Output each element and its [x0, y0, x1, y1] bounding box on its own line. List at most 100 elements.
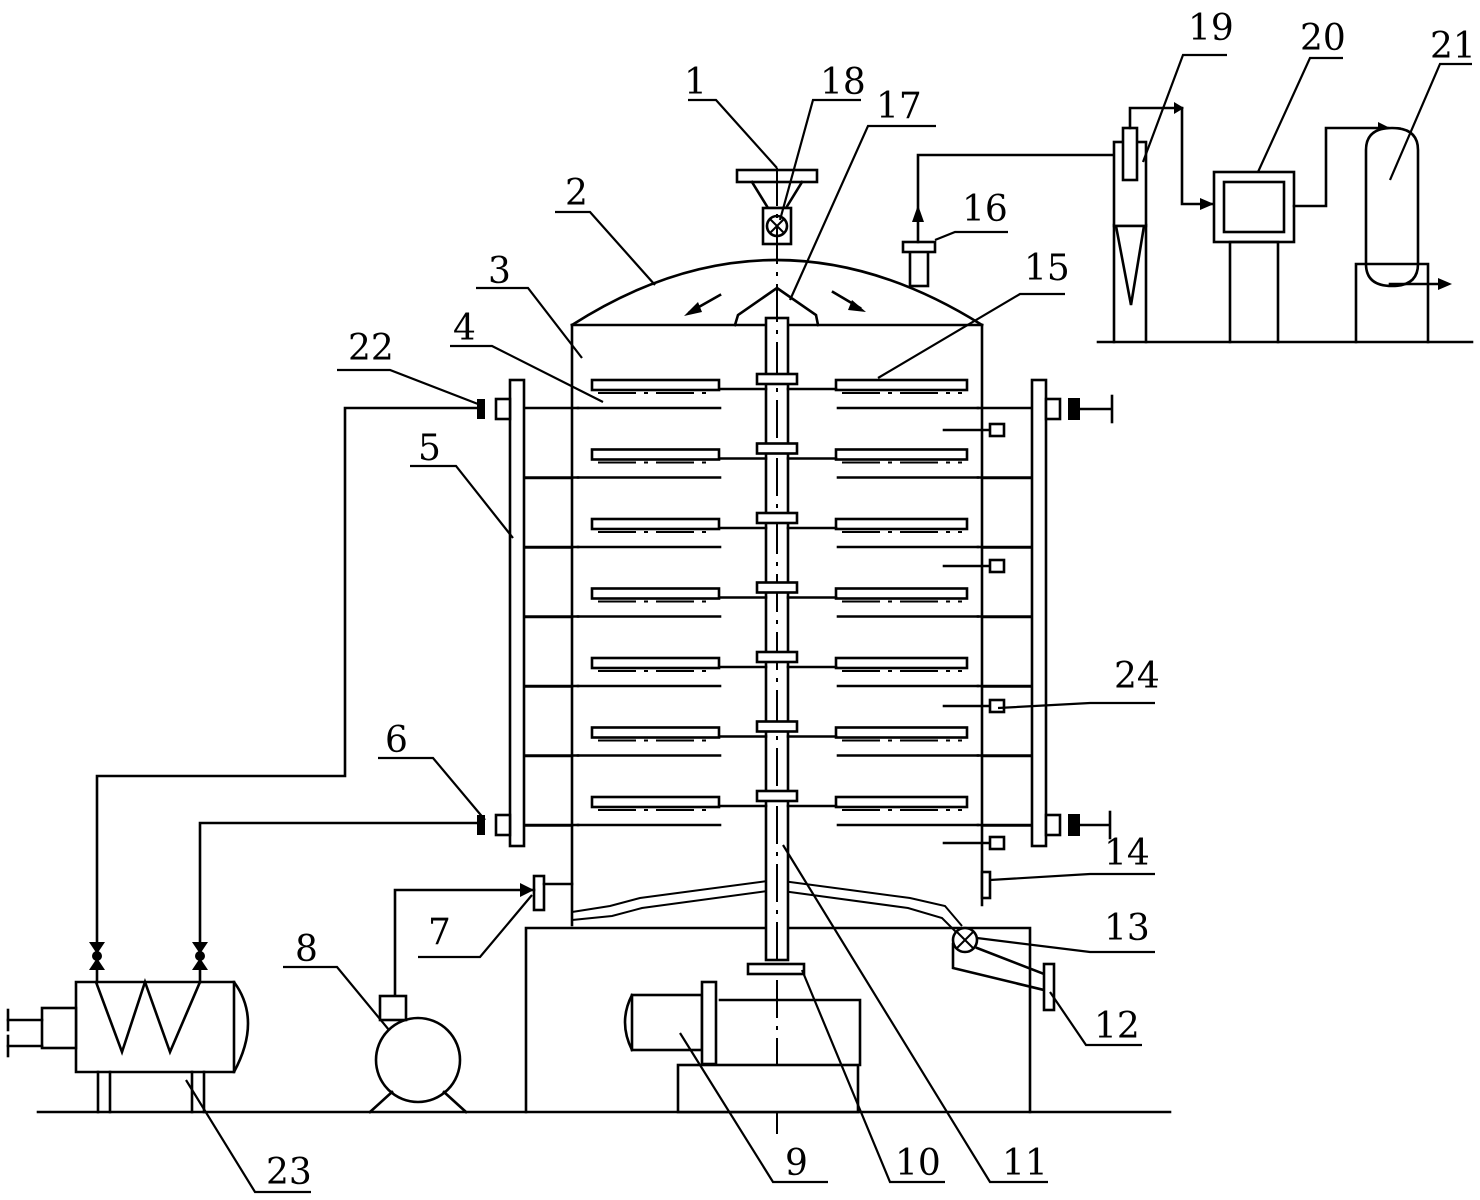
inlet-flange-bottom [494, 813, 512, 837]
arm-hub-2 [755, 442, 799, 455]
jacket-right [1030, 378, 1114, 848]
tray-right-6 [834, 726, 969, 739]
tray-left-6 [590, 726, 721, 739]
tray-left-7 [590, 795, 721, 809]
inlet-valve-top [477, 399, 485, 419]
blower-fan [368, 994, 468, 1114]
tank-body [1364, 126, 1420, 288]
tank-stand [1354, 262, 1430, 344]
disperser-head-1 [988, 422, 1006, 438]
inlet-valve-bottom [477, 815, 485, 835]
label-10: 10 [895, 1143, 941, 1184]
label-4: 4 [453, 308, 476, 349]
outlet-valve-bottom [1068, 814, 1080, 836]
exhaust-port [901, 153, 1124, 288]
fan-leg-right [442, 1090, 468, 1114]
condenser-tank [1354, 126, 1452, 344]
disperser-head-3 [988, 698, 1006, 714]
discharge-valve-cross-b [956, 931, 974, 949]
label-15: 15 [1024, 248, 1070, 289]
exhaust-flange [901, 240, 937, 254]
label-3: 3 [488, 251, 511, 292]
exhaust-duct [916, 153, 1124, 244]
supply-line-upper [95, 406, 479, 944]
right-header-pipe [1030, 378, 1048, 848]
tray-right-3 [834, 517, 969, 531]
air-duct [393, 888, 536, 1002]
heater-boiler [6, 942, 250, 1114]
exhaust-arrowhead [912, 205, 924, 222]
arm-hub-5 [755, 650, 799, 664]
label-11: 11 [1002, 1143, 1048, 1184]
heater-coil [94, 977, 202, 1056]
drive-motor [623, 962, 862, 1114]
motor-end-cap [623, 993, 634, 1052]
tray-left-4 [590, 587, 721, 600]
tray-right-4 [834, 587, 969, 600]
filter-stand [1228, 240, 1280, 344]
motor-base [676, 1063, 860, 1114]
arm-hub-6 [755, 720, 799, 733]
supply-line-lower [198, 821, 479, 944]
label-16: 16 [962, 189, 1008, 230]
shaft-coupling [746, 962, 806, 976]
discharge-pipe-upper [975, 946, 1046, 976]
outlet-valve-top [1068, 398, 1080, 420]
motor-flange [700, 980, 718, 1066]
supply-valve-right [192, 942, 208, 970]
discharge-outlet-flange [1042, 962, 1056, 1012]
label-13: 13 [1104, 908, 1150, 949]
leader-lines [185, 53, 1472, 1194]
exhaust-nozzle [908, 248, 930, 288]
tray-left-1 [590, 378, 721, 392]
cyclone-arrowhead-right [1200, 198, 1214, 210]
tray-left-3 [590, 517, 721, 531]
outlet-flange-top [1044, 397, 1062, 421]
air-inlet [393, 874, 574, 1002]
label-8: 8 [295, 929, 318, 970]
heater-burner [40, 1006, 78, 1050]
flow-arrowhead-right [848, 300, 866, 312]
label-numbers: 1 2 3 4 5 6 7 8 9 10 11 12 13 14 15 16 1… [266, 8, 1476, 1193]
left-header-pipe [508, 378, 526, 848]
inlet-flange-top [494, 397, 512, 421]
label-24: 24 [1114, 656, 1160, 697]
label-22: 22 [348, 328, 394, 369]
filter-outlet-duct [1292, 126, 1390, 208]
tray-right-2 [834, 448, 969, 461]
label-5: 5 [418, 428, 441, 469]
air-inlet-flange [532, 874, 546, 912]
filter-unit [1212, 122, 1390, 344]
label-9: 9 [785, 1143, 808, 1184]
cyclone-arrowhead-top [1174, 102, 1184, 114]
label-19: 19 [1188, 8, 1234, 49]
cyclone-separator [1112, 102, 1214, 344]
tray-right-7 [834, 795, 969, 809]
motor-frame [718, 998, 862, 1067]
supply-valve-left [89, 942, 105, 970]
tray-left-2 [590, 448, 721, 461]
label-6: 6 [385, 720, 408, 761]
label-18: 18 [820, 62, 866, 103]
label-7: 7 [428, 912, 451, 953]
arm-hub-1 [755, 372, 799, 386]
label-12: 12 [1094, 1006, 1140, 1047]
label-23: 23 [266, 1152, 312, 1193]
label-1: 1 [684, 62, 707, 103]
cyclone-inlet-tube [1121, 126, 1139, 182]
air-duct-arrowhead [520, 883, 534, 897]
label-14: 14 [1104, 833, 1150, 874]
tray-right-1 [834, 378, 969, 392]
fan-housing [374, 1016, 462, 1104]
arm-hub-3 [755, 511, 799, 525]
flow-arrowhead-left [684, 302, 702, 316]
disperser-head-2 [988, 558, 1006, 574]
tray-stack [522, 372, 1034, 851]
motor-body [630, 993, 704, 1052]
label-17: 17 [876, 86, 922, 127]
label-21: 21 [1430, 26, 1476, 67]
label-20: 20 [1300, 18, 1346, 59]
arm-hub-7 [755, 789, 799, 803]
fan-leg-left [368, 1090, 394, 1114]
jacket-left [477, 378, 526, 848]
